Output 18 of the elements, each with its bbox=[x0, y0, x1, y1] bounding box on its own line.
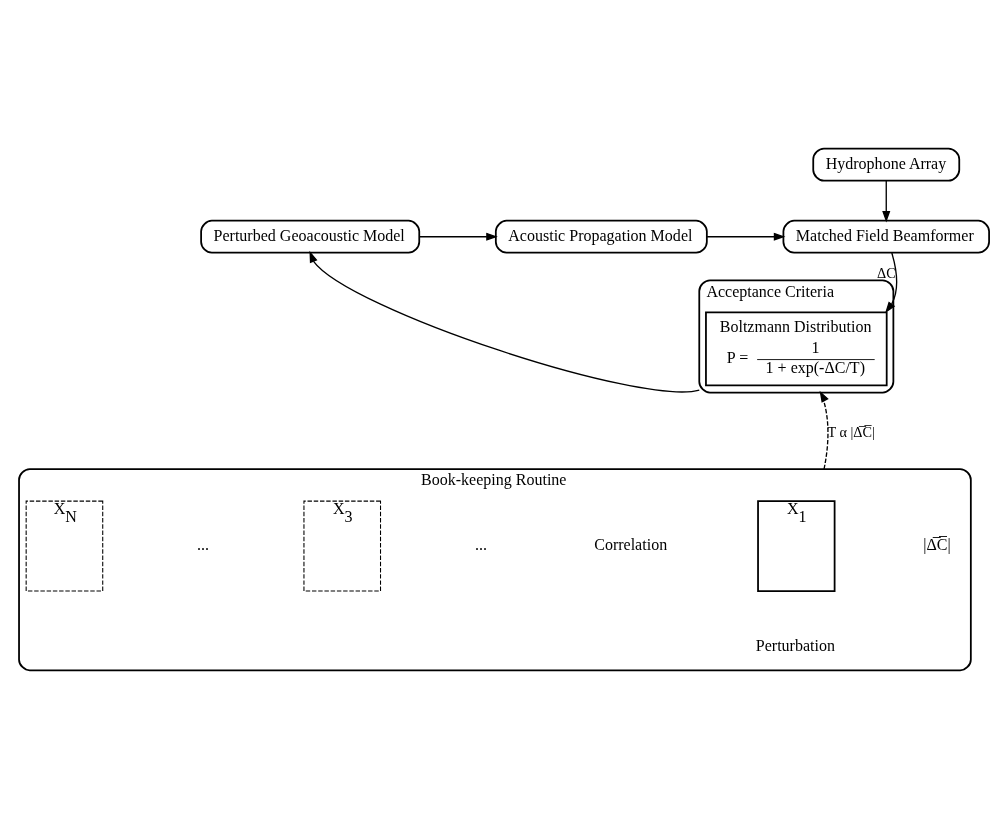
node-box: Hydrophone Array bbox=[812, 147, 961, 181]
arrow bbox=[706, 232, 786, 241]
arrow bbox=[418, 232, 498, 241]
arrow bbox=[819, 390, 829, 470]
label: Perturbation bbox=[755, 636, 835, 654]
arrow bbox=[309, 250, 700, 393]
label: ... bbox=[197, 535, 210, 553]
node-box: Matched Field Beamformer bbox=[782, 219, 990, 254]
label: |Δ̅C̅| bbox=[923, 535, 951, 553]
node-box: Perturbed Geoacoustic Model bbox=[200, 219, 421, 254]
edge-label: T α |Δ̅C̅| bbox=[827, 423, 875, 440]
label: ... bbox=[474, 535, 487, 553]
arrow bbox=[882, 179, 891, 223]
node-box: Boltzmann Distribution P = 1 1 + exp(-ΔC/T) bbox=[705, 311, 888, 386]
arrow bbox=[885, 251, 898, 313]
edge-label: ΔC bbox=[876, 264, 896, 281]
node-box: Acoustic Propagation Model bbox=[494, 219, 708, 254]
label: Correlation bbox=[594, 535, 668, 553]
